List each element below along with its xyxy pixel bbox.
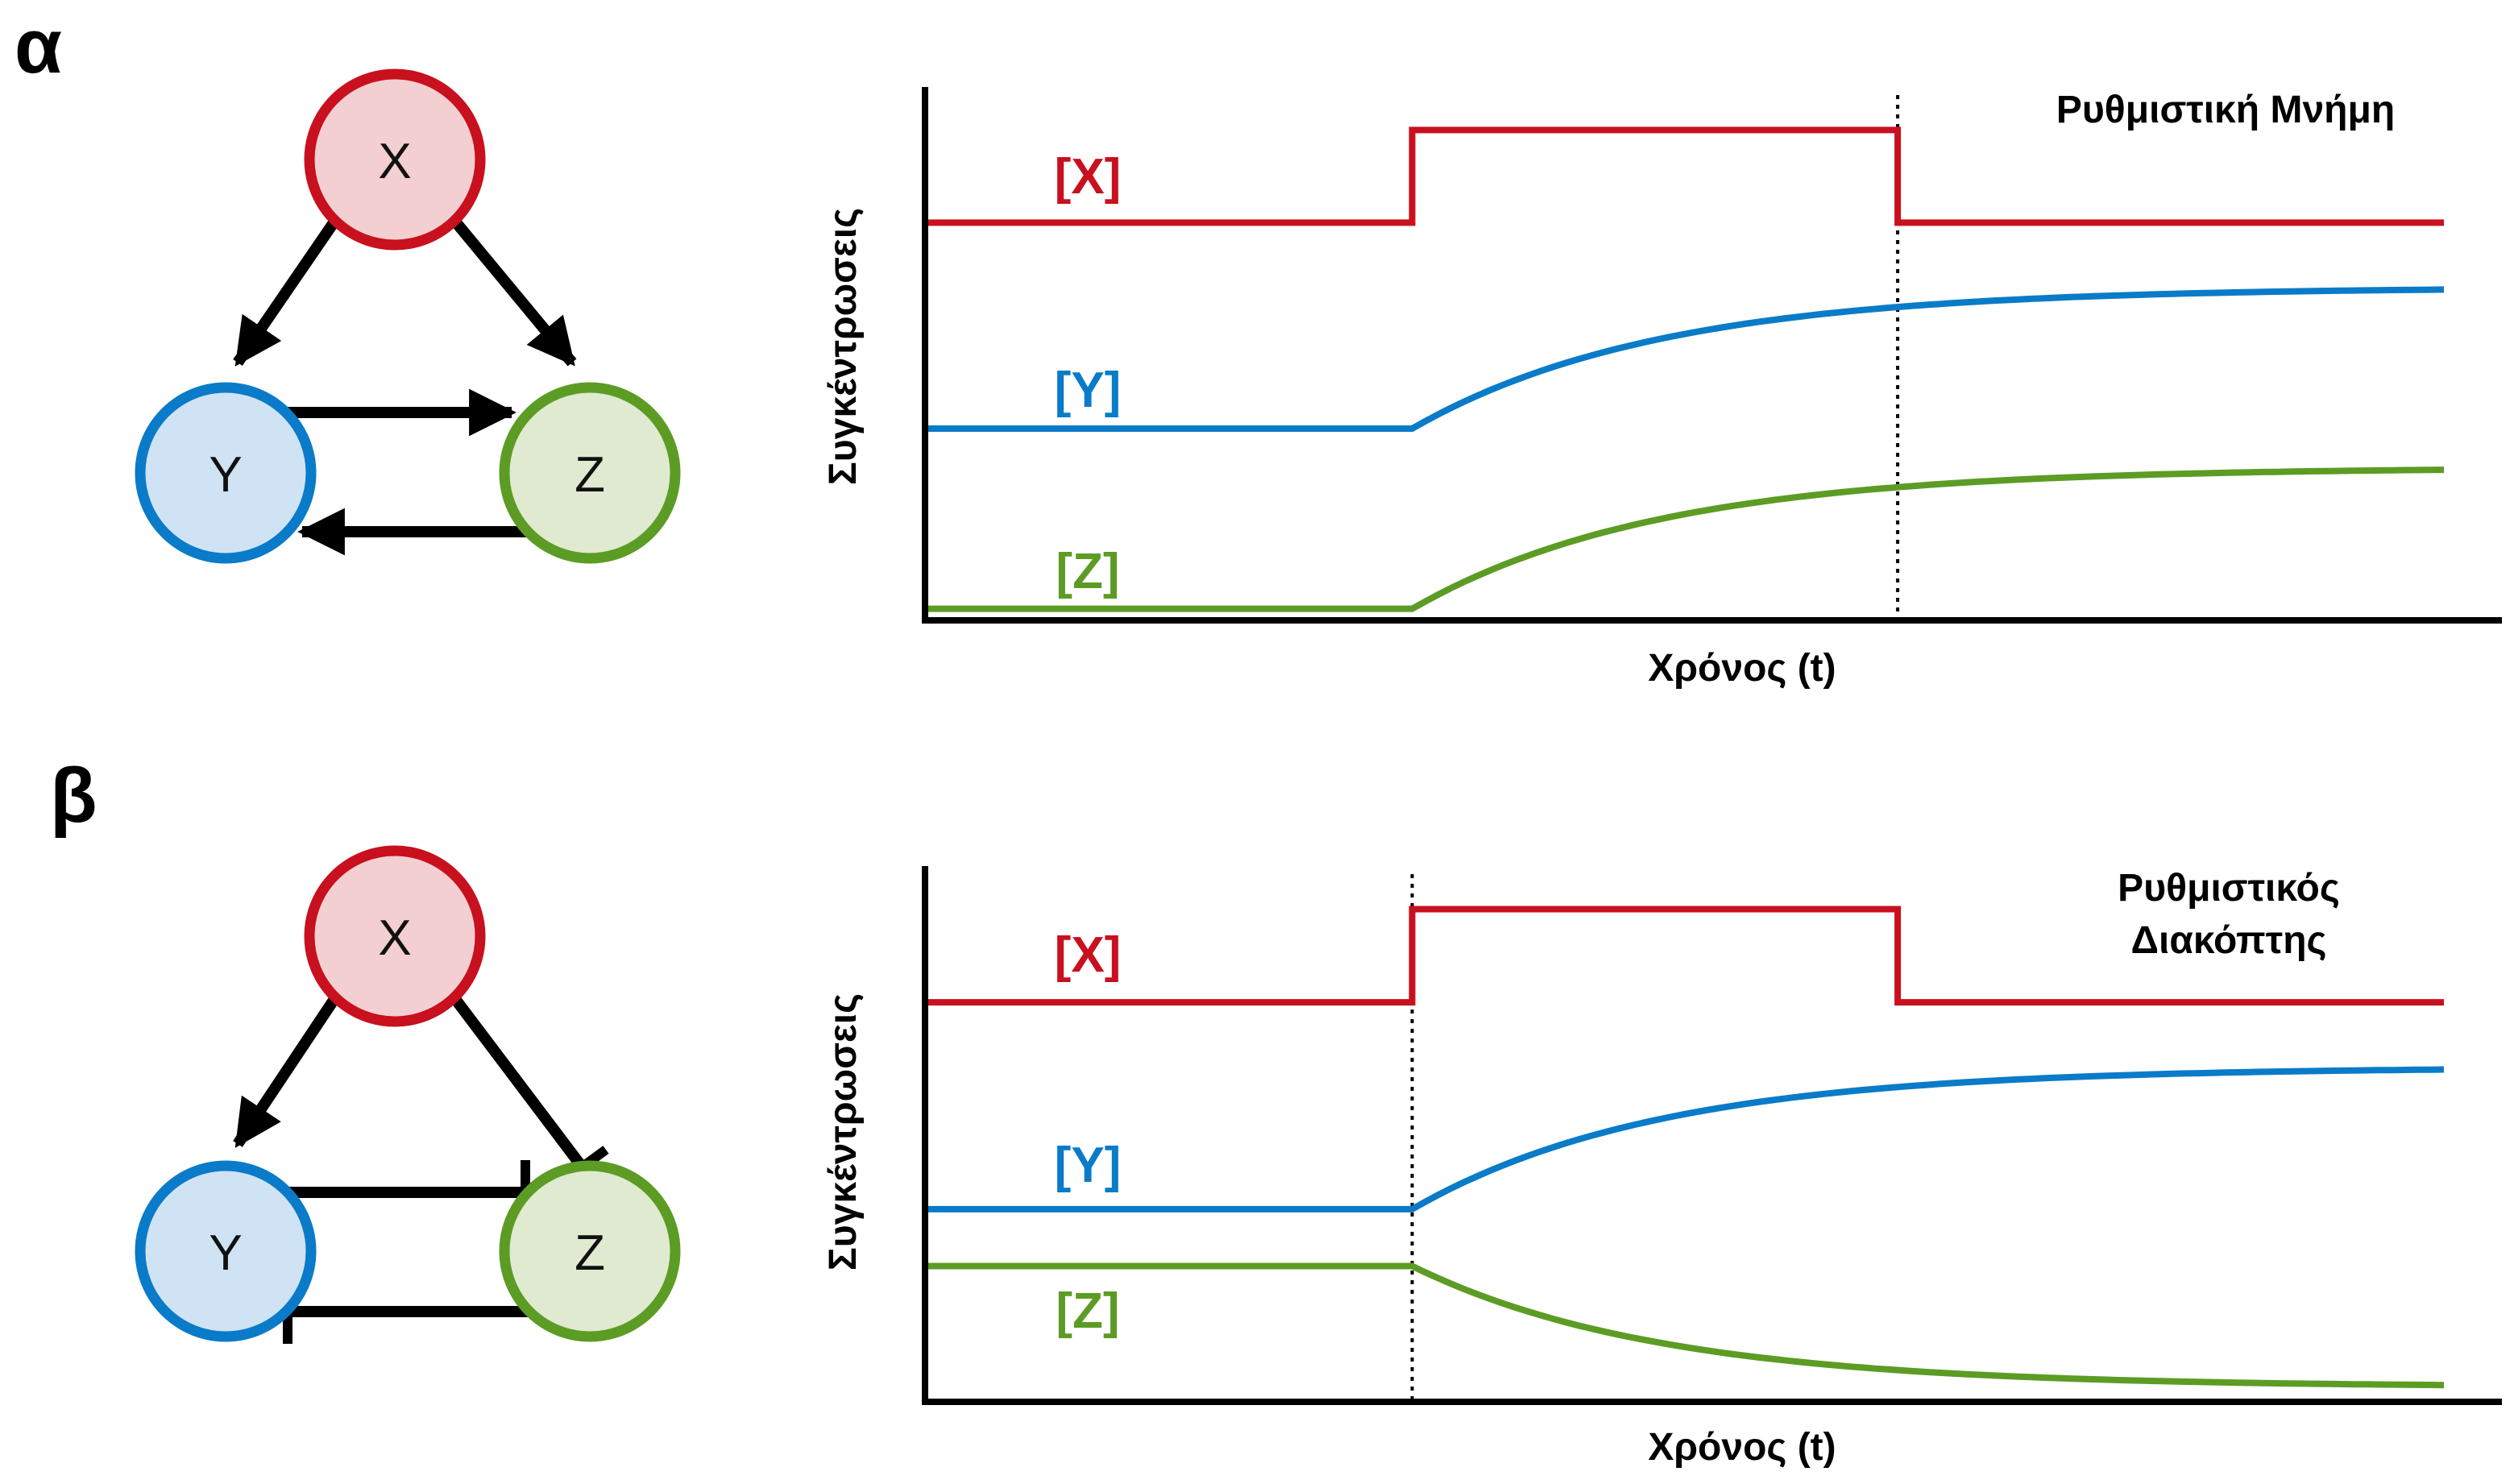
chart-title-alpha-line1: Ρυθμιστική Μνήμη [2056, 89, 2395, 131]
series-line-z [927, 1262, 2445, 1389]
node-x: X [304, 68, 486, 251]
node-y-label: Y [209, 1225, 242, 1281]
network-beta: X Y Z [135, 845, 681, 1344]
node-x-label: X [378, 134, 411, 189]
x-axis-label-alpha: Χρόνος (t) [1648, 647, 1836, 690]
series-line-x [927, 126, 2444, 226]
edge-x-to-y-activation [233, 996, 339, 1148]
panel-letter-beta: β [50, 752, 97, 839]
node-y-label: Y [209, 447, 242, 503]
series-line-z [927, 466, 2445, 612]
chart-title-beta-line2: Διακόπτης [2131, 919, 2327, 962]
panel-beta: β X Y Z Ρυθμιστικός Διακόπτη [50, 752, 2502, 1469]
curve-label-z-alpha: [Z] [1056, 544, 1119, 599]
network-alpha: X Y Z [135, 68, 681, 564]
node-y: Y [135, 1160, 317, 1342]
node-z-label: Z [575, 447, 605, 503]
node-y: Y [135, 382, 317, 564]
edge-x-to-z-inhibition [450, 995, 587, 1171]
node-x: X [304, 845, 486, 1027]
curve-label-y-beta: [Y] [1055, 1138, 1122, 1193]
chart-title-beta-line1: Ρυθμιστικός [2118, 867, 2340, 910]
node-x-label: X [378, 910, 411, 966]
panel-letter-alpha: α [15, 3, 62, 89]
node-z: Z [499, 1160, 681, 1342]
series-line-y [927, 286, 2445, 432]
y-axis-label-alpha: Συγκέντρωσεις [822, 208, 865, 485]
node-z-label: Z [575, 1225, 605, 1281]
x-axis-label-beta: Χρόνος (t) [1648, 1426, 1836, 1469]
edge-x-to-y-activation [233, 218, 339, 367]
curve-label-x-beta: [X] [1055, 927, 1122, 983]
chart-alpha: Ρυθμιστική Μνήμη Συγκέντρωσεις Χρόνος (t… [822, 87, 2502, 690]
panel-alpha: α X Y Z Ρυθμιστική Μνήμη Σ [15, 3, 2502, 690]
curve-label-x-alpha: [X] [1055, 149, 1122, 205]
node-z: Z [499, 382, 681, 564]
y-axis-label-beta: Συγκέντρωσεις [822, 993, 865, 1271]
curve-label-y-alpha: [Y] [1055, 363, 1122, 418]
series-line-y [927, 1066, 2445, 1212]
series-line-x [927, 906, 2444, 1006]
curve-label-z-beta: [Z] [1056, 1283, 1119, 1339]
edge-x-to-z-activation [450, 218, 577, 367]
chart-beta: Ρυθμιστικός Διακόπτης Συγκέντρωσεις Χρόν… [822, 866, 2502, 1469]
